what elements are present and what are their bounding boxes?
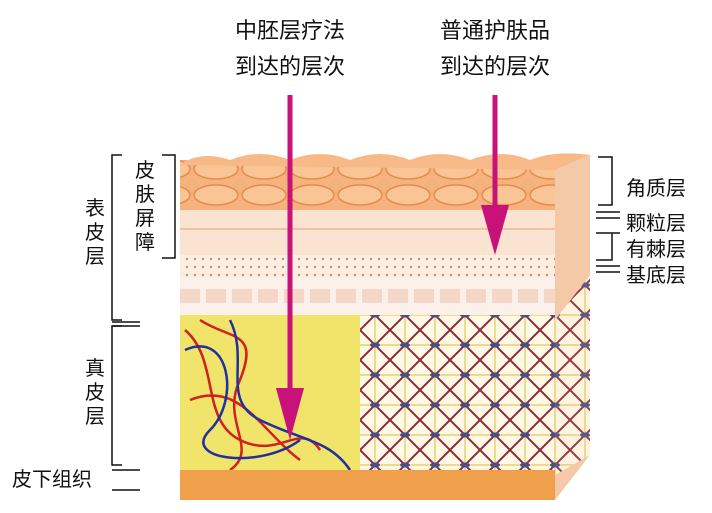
- epidermis-bracket: [111, 154, 122, 321]
- mesotherapy-label-line1: 中胚层疗法: [234, 19, 345, 44]
- stratum-basale-label: 基底层: [626, 263, 686, 287]
- mesotherapy-label-line2: 到达的层次: [234, 55, 345, 80]
- barrier-bracket: [162, 154, 176, 259]
- skincare-label-line2: 到达的层次: [439, 55, 550, 80]
- mesotherapy-label: 中胚层疗法 到达的层次: [210, 14, 370, 86]
- mesotherapy-arrow: [276, 95, 304, 440]
- skincare-label: 普通护肤品 到达的层次: [415, 14, 575, 86]
- stratum-spinosum-label: 有棘层: [626, 237, 686, 261]
- stratum-granulosum-label: 颗粒层: [626, 211, 686, 235]
- subcutaneous-label: 皮下组织: [12, 467, 92, 491]
- basal-layer: [180, 255, 555, 277]
- skincare-arrow: [481, 95, 509, 255]
- skincare-label-line1: 普通护肤品: [439, 19, 550, 44]
- dermis-layer: [180, 315, 360, 470]
- stratum-corneum-label: 角质层: [626, 176, 686, 200]
- dermis-label: 真皮层: [85, 356, 105, 428]
- subcutaneous-layer: [180, 470, 555, 500]
- epidermis-label: 表皮层: [85, 196, 105, 268]
- skin-barrier-label: 皮肤屏障: [135, 158, 155, 254]
